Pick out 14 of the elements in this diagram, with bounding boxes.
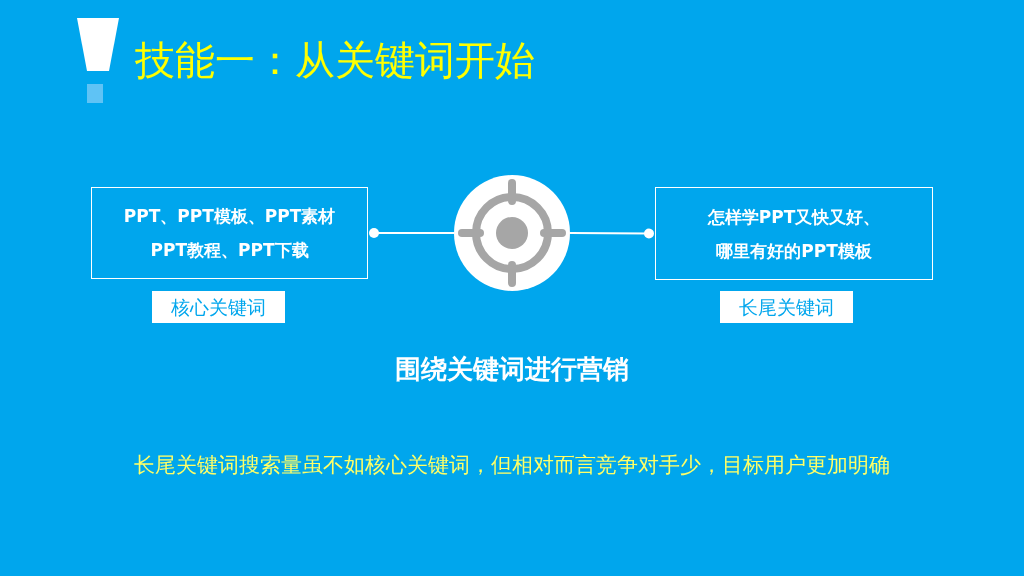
keyword-box	[655, 187, 933, 280]
keyword-tag: 核心关键词	[152, 291, 285, 323]
connector-line	[569, 228, 654, 239]
keyword-text: 怎样学PPT又快又好、	[707, 205, 881, 229]
keyword-tag: 长尾关键词	[720, 291, 853, 323]
keyword-text: 哪里有好的PPT模板	[716, 239, 872, 263]
keyword-box	[91, 187, 368, 279]
target-icon	[454, 175, 570, 291]
subtitle: 围绕关键词进行营销	[395, 354, 629, 384]
connector-line	[369, 228, 455, 238]
keyword-text: PPT、PPT模板、PPT素材	[123, 205, 336, 228]
note-text: 长尾关键词搜索量虽不如核心关键词，但相对而言竞争对手少，目标用户更加明确	[134, 453, 890, 477]
title: 技能一：从关键词开始	[135, 36, 535, 85]
keyword-text: PPT教程、PPT下载	[150, 239, 309, 262]
